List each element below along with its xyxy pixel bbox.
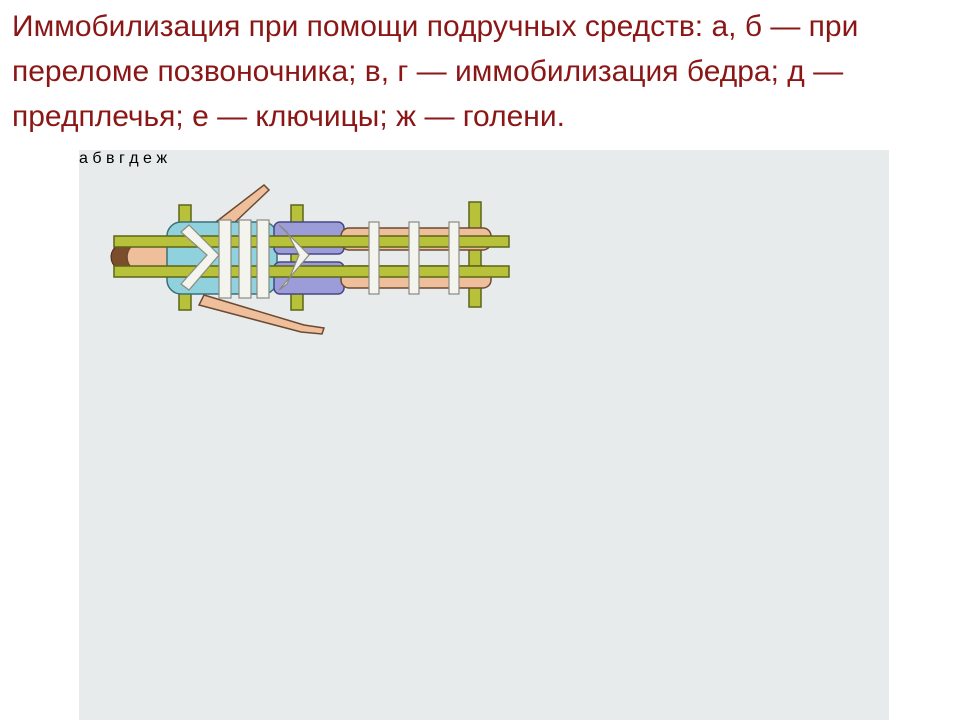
label-g: г: [118, 150, 125, 167]
illustration-panel: .wood { fill:#b7c23a; stroke:#5d6418; st…: [79, 150, 889, 720]
label-d: д: [129, 150, 139, 167]
slide-title: Иммобилизация при помощи подручных средс…: [12, 10, 859, 133]
label-e: е: [143, 150, 152, 167]
label-zh: ж: [156, 150, 168, 167]
label-b: б: [92, 150, 102, 167]
label-a: а: [79, 150, 88, 167]
illustration-drawing: .wood { fill:#b7c23a; stroke:#5d6418; st…: [110, 184, 510, 335]
label-v: в: [105, 150, 115, 167]
figure-a-drawing: [110, 184, 510, 335]
